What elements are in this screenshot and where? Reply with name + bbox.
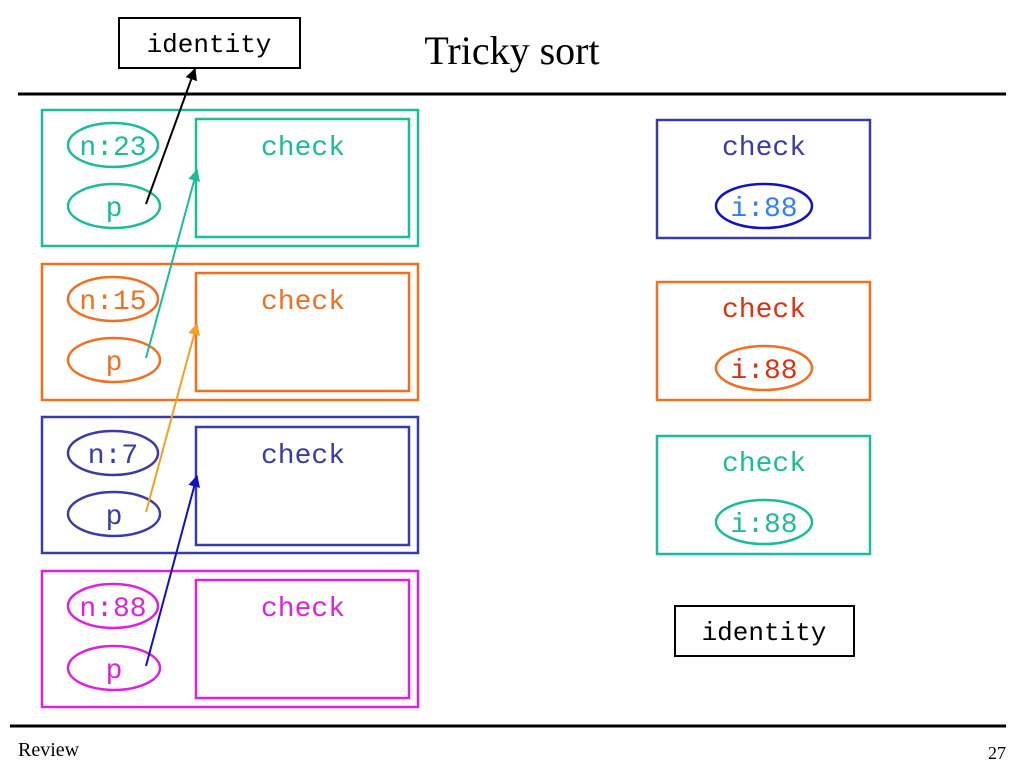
svg-text:p: p — [106, 194, 123, 225]
closure-1-i-bubble: i:88 — [714, 182, 814, 230]
svg-text:check: check — [722, 295, 806, 326]
frame-2: n:15 p check — [40, 262, 420, 402]
frame-1: n:23 p check — [40, 108, 420, 248]
svg-text:check: check — [722, 133, 806, 164]
identity-top-label: identity — [147, 30, 272, 60]
footer-left-text: Review — [18, 739, 80, 761]
svg-text:n:15: n:15 — [79, 287, 146, 318]
closure-3: check i:88 — [655, 434, 872, 556]
arrow-p3-to-check2 — [145, 322, 200, 513]
svg-text:check: check — [261, 133, 345, 164]
frame-1-check-box: check — [194, 117, 411, 239]
svg-text:check: check — [261, 441, 345, 472]
closure-1: check i:88 — [655, 118, 872, 240]
frame-4: n:88 p check — [40, 569, 420, 709]
frame-4-check-box: check — [194, 578, 411, 700]
page-number: 27 — [988, 743, 1006, 763]
closure-2: check i:88 — [655, 280, 872, 402]
svg-text:p: p — [106, 656, 123, 687]
frame-3-check-box: check — [194, 425, 411, 547]
frame-2-check-box: check — [194, 271, 411, 393]
frame-4-p-bubble: p — [66, 644, 162, 692]
frame-3-n-bubble: n:7 — [66, 429, 160, 477]
svg-text:i:88: i:88 — [730, 356, 797, 387]
svg-text:check: check — [261, 287, 345, 318]
svg-text:n:88: n:88 — [79, 594, 146, 625]
svg-text:n:23: n:23 — [79, 133, 146, 164]
frame-2-p-bubble: p — [66, 336, 162, 384]
page-title: Tricky sort — [424, 28, 599, 73]
svg-text:n:7: n:7 — [88, 441, 138, 472]
identity-box-top: identity — [118, 17, 301, 69]
frame-2-n-bubble: n:15 — [66, 275, 160, 323]
svg-text:check: check — [722, 449, 806, 480]
frame-3: n:7 p check — [40, 415, 420, 555]
arrow-p4-to-check3 — [145, 474, 200, 667]
arrow-p2-to-check1 — [145, 168, 200, 359]
frame-1-p-bubble: p — [66, 182, 162, 230]
closure-3-i-bubble: i:88 — [714, 498, 814, 546]
svg-text:p: p — [106, 348, 123, 379]
frame-1-n-bubble: n:23 — [66, 121, 160, 169]
identity-box-bottom: identity — [674, 605, 855, 657]
svg-text:i:88: i:88 — [730, 194, 797, 225]
frame-3-p-bubble: p — [66, 490, 162, 538]
arrow-p1-to-identity — [145, 67, 197, 205]
svg-text:check: check — [261, 594, 345, 625]
frame-4-n-bubble: n:88 — [66, 582, 160, 630]
svg-text:p: p — [106, 502, 123, 533]
identity-bottom-label: identity — [702, 618, 827, 648]
svg-text:i:88: i:88 — [730, 510, 797, 541]
closure-2-i-bubble: i:88 — [714, 344, 814, 392]
